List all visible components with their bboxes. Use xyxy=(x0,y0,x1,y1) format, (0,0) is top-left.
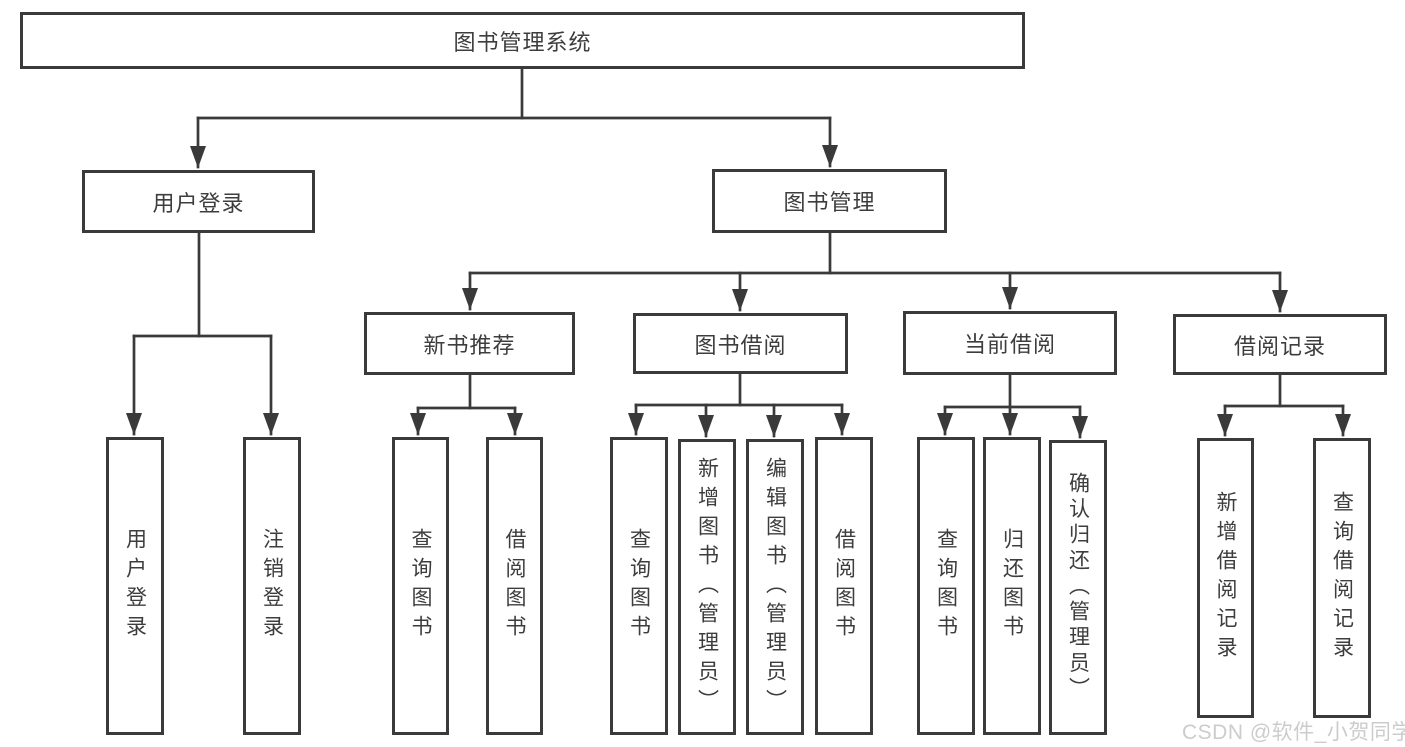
connector-borrowing-records-to-leaves xyxy=(1217,373,1351,437)
node-new-book-recommend: 新书推荐 xyxy=(364,312,575,375)
connector-root-to-level2 xyxy=(190,67,838,169)
leaf-query-borrow-record: 查询借阅记录 xyxy=(1313,438,1371,718)
node-book-management: 图书管理 xyxy=(712,169,947,233)
leaf-query-books-recommend-label: 查询图书 xyxy=(409,528,432,644)
node-current-borrowing: 当前借阅 xyxy=(903,311,1117,375)
leaf-query-books-recommend: 查询图书 xyxy=(392,437,449,735)
leaf-borrow-books-recommend-label: 借阅图书 xyxy=(503,528,526,644)
leaf-logout: 注销登录 xyxy=(243,437,301,735)
leaf-query-books-borrowing: 查询图书 xyxy=(610,437,668,735)
connector-book-borrowing-to-leaves xyxy=(628,372,850,438)
leaf-return-books-label: 归还图书 xyxy=(1000,528,1024,644)
node-root: 图书管理系统 xyxy=(20,12,1025,69)
leaf-add-books-admin: 新增图书（管理员） xyxy=(678,439,736,735)
leaf-query-borrow-record-label: 查询借阅记录 xyxy=(1330,491,1354,665)
node-user-login: 用户登录 xyxy=(82,170,315,233)
node-user-login-label: 用户登录 xyxy=(152,190,245,216)
connector-new-book-recommend-to-leaves xyxy=(410,373,523,436)
leaf-query-books-borrowing-label: 查询图书 xyxy=(627,528,651,644)
leaf-query-books-current-label: 查询图书 xyxy=(934,528,958,644)
node-book-management-label: 图书管理 xyxy=(783,190,876,215)
leaf-edit-books-admin: 编辑图书（管理员） xyxy=(746,439,804,735)
connector-book-management-to-level3 xyxy=(462,231,1288,313)
connector-current-borrowing-to-leaves xyxy=(937,373,1088,439)
leaf-confirm-return-admin-label: 确认归还（管理员） xyxy=(1066,472,1090,703)
leaf-borrow-books-borrowing-label: 借阅图书 xyxy=(832,528,856,644)
leaf-add-books-admin-label: 新增图书（管理员） xyxy=(695,456,719,718)
leaf-borrow-books-borrowing: 借阅图书 xyxy=(815,437,873,735)
leaf-user-login: 用户登录 xyxy=(106,437,164,735)
leaf-borrow-books-recommend: 借阅图书 xyxy=(486,437,543,735)
leaf-logout-label: 注销登录 xyxy=(260,528,284,644)
node-book-borrowing-label: 图书借阅 xyxy=(694,332,787,358)
leaf-add-borrow-record-label: 新增借阅记录 xyxy=(1214,491,1237,665)
node-current-borrowing-label: 当前借阅 xyxy=(963,332,1056,357)
leaf-query-books-current: 查询图书 xyxy=(917,437,975,735)
leaf-edit-books-admin-label: 编辑图书（管理员） xyxy=(763,456,787,718)
watermark: CSDN @软件_小贺同学 xyxy=(1182,721,1405,744)
node-borrowing-records: 借阅记录 xyxy=(1173,314,1387,375)
node-new-book-recommend-label: 新书推荐 xyxy=(423,332,516,358)
node-book-borrowing: 图书借阅 xyxy=(633,313,848,374)
leaf-add-borrow-record: 新增借阅记录 xyxy=(1197,438,1254,718)
node-root-label: 图书管理系统 xyxy=(453,29,592,55)
node-borrowing-records-label: 借阅记录 xyxy=(1233,333,1326,359)
connector-user-login-to-leaves xyxy=(126,231,279,436)
leaf-confirm-return-admin: 确认归还（管理员） xyxy=(1049,440,1107,735)
leaf-return-books: 归还图书 xyxy=(983,437,1041,735)
leaf-user-login-label: 用户登录 xyxy=(123,528,147,644)
